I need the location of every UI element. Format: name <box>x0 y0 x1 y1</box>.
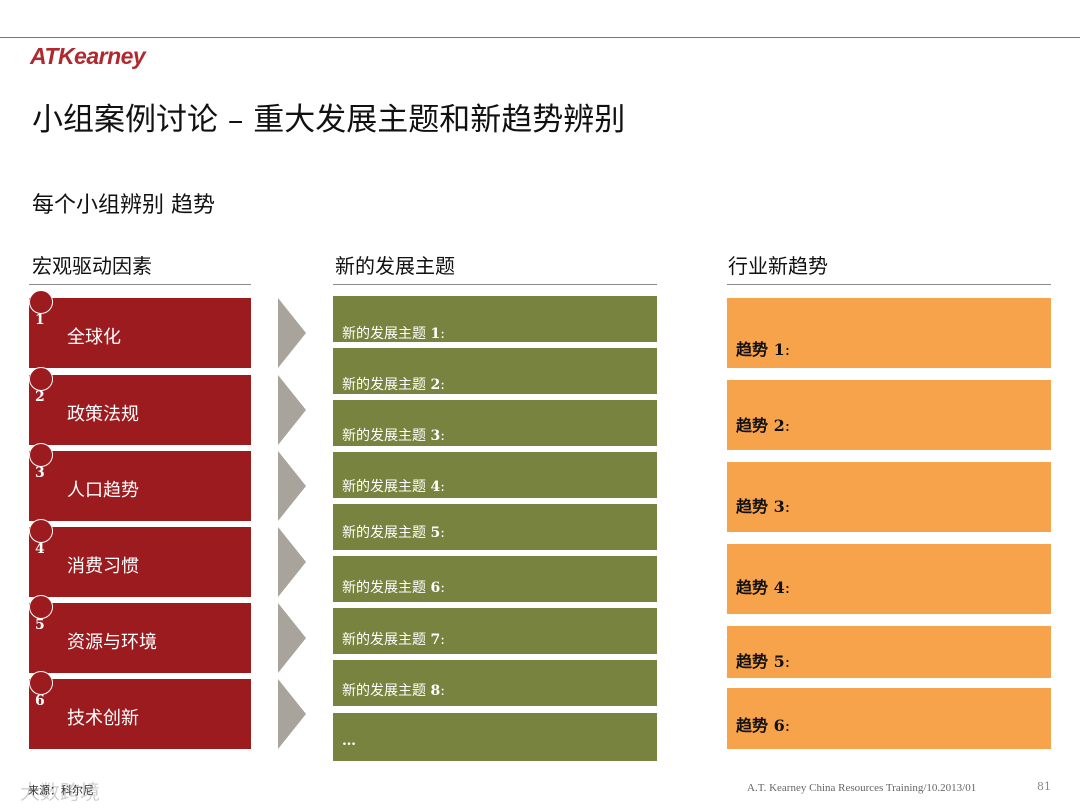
theme-box-more: … <box>333 713 657 761</box>
driver-number-badge <box>29 519 53 543</box>
theme-label: 新的发展主题 4: <box>342 479 445 495</box>
driver-label: 技术创新 <box>67 708 139 729</box>
theme-label: 新的发展主题 1: <box>342 326 445 342</box>
theme-label: … <box>342 733 356 749</box>
footer-text: A.T. Kearney China Resources Training/10… <box>747 782 977 794</box>
driver-number-badge <box>29 443 53 467</box>
driver-box-1: 1 全球化 <box>29 290 251 368</box>
source-note: 来源：科尔尼 <box>28 784 94 797</box>
chevron-right-icon <box>278 298 306 368</box>
theme-box-3: 新的发展主题 3: <box>333 400 657 446</box>
driver-box-6: 6 技术创新 <box>29 671 251 749</box>
chevron-right-icon <box>278 451 306 521</box>
trend-label: 趋势 3: <box>736 497 791 516</box>
driver-number: 3 <box>35 465 45 481</box>
trend-label: 趋势 5: <box>736 652 791 671</box>
atkearney-logo: ATKearney <box>30 43 146 69</box>
trend-box-4: 趋势 4: <box>727 544 1051 614</box>
driver-label: 消费习惯 <box>67 556 139 577</box>
theme-label: 新的发展主题 5: <box>342 525 445 541</box>
trends-header: 行业新趋势 <box>728 254 828 278</box>
drivers-header-rule <box>29 284 251 285</box>
driver-box-2: 2 政策法规 <box>29 367 251 445</box>
trends-header-rule <box>727 284 1051 285</box>
driver-label: 政策法规 <box>67 404 139 425</box>
trend-box-3: 趋势 3: <box>727 462 1051 532</box>
driver-label: 全球化 <box>67 327 121 348</box>
trend-label: 趋势 6: <box>736 716 791 735</box>
trend-box-2: 趋势 2: <box>727 380 1051 450</box>
watermark: 大数跨境 <box>20 780 100 804</box>
driver-box-4: 4 消费习惯 <box>29 519 251 597</box>
top-rule <box>0 37 1080 38</box>
themes-header: 新的发展主题 <box>335 254 455 278</box>
driver-box-3: 3 人口趋势 <box>29 443 251 521</box>
driver-number: 5 <box>35 617 45 633</box>
page-number: 81 <box>1037 780 1051 793</box>
chevron-right-icon <box>278 527 306 597</box>
theme-box-6: 新的发展主题 6: <box>333 556 657 602</box>
page-subtitle: 每个小组辨别 趋势 <box>32 193 215 218</box>
theme-box-2: 新的发展主题 2: <box>333 348 657 394</box>
trend-box-6: 趋势 6: <box>727 688 1051 749</box>
driver-label: 资源与环境 <box>67 632 157 653</box>
driver-number: 1 <box>35 312 45 328</box>
theme-label: 新的发展主题 6: <box>342 580 445 596</box>
driver-number-badge <box>29 367 53 391</box>
trend-box-5: 趋势 5: <box>727 626 1051 678</box>
driver-box-5: 5 资源与环境 <box>29 595 251 673</box>
drivers-header: 宏观驱动因素 <box>32 254 152 278</box>
theme-box-5: 新的发展主题 5: <box>333 504 657 550</box>
trend-label: 趋势 4: <box>736 578 791 597</box>
trend-label: 趋势 2: <box>736 416 791 435</box>
driver-label: 人口趋势 <box>67 480 139 501</box>
theme-label: 新的发展主题 3: <box>342 428 445 444</box>
theme-box-4: 新的发展主题 4: <box>333 452 657 498</box>
theme-box-7: 新的发展主题 7: <box>333 608 657 654</box>
driver-number: 4 <box>35 541 45 557</box>
theme-box-8: 新的发展主题 8: <box>333 660 657 706</box>
trend-box-1: 趋势 1: <box>727 298 1051 368</box>
theme-label: 新的发展主题 8: <box>342 683 445 699</box>
driver-number-badge <box>29 671 53 695</box>
page-title: 小组案例讨论 – 重大发展主题和新趋势辨别 <box>32 102 626 138</box>
driver-number-badge <box>29 290 53 314</box>
trend-label: 趋势 1: <box>736 340 791 359</box>
chevron-right-icon <box>278 679 306 749</box>
theme-label: 新的发展主题 7: <box>342 632 445 648</box>
chevron-right-icon <box>278 603 306 673</box>
theme-label: 新的发展主题 2: <box>342 377 445 393</box>
driver-number-badge <box>29 595 53 619</box>
chevron-right-icon <box>278 375 306 445</box>
driver-number: 6 <box>35 693 45 709</box>
theme-box-1: 新的发展主题 1: <box>333 296 657 342</box>
driver-number: 2 <box>35 389 45 405</box>
themes-header-rule <box>333 284 657 285</box>
